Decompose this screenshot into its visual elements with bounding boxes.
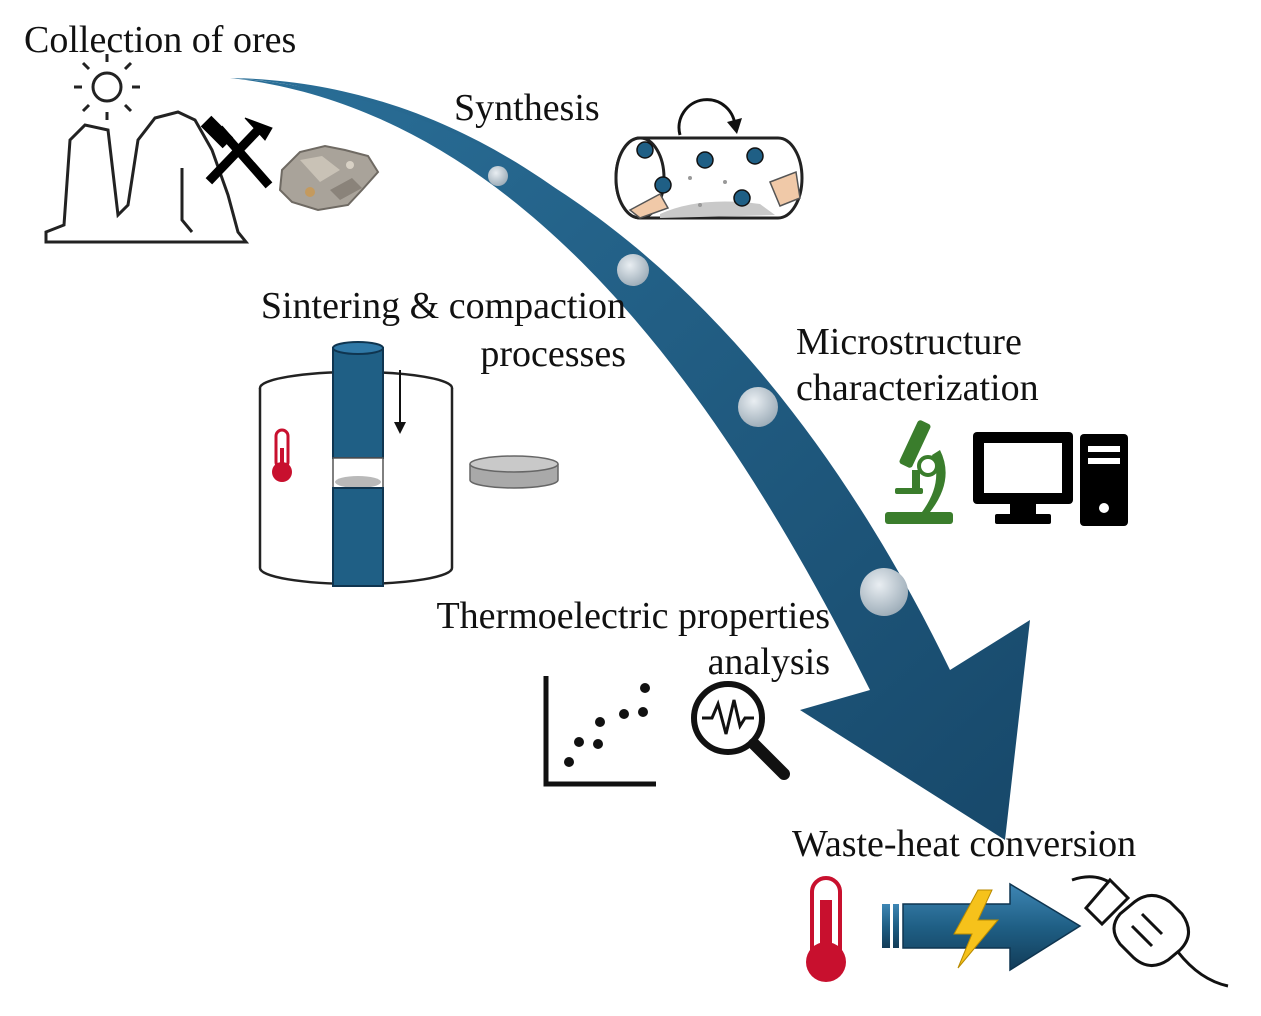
microscope-icon (885, 420, 953, 524)
sintered-pellet-icon (469, 455, 559, 489)
thermometer-icon (806, 876, 846, 982)
ball-mill-icon (614, 98, 804, 220)
sintering-label-line1: Sintering & compaction (260, 285, 626, 327)
collection-of-ores-label: Collection of ores (24, 19, 297, 61)
microstructure-label-line2: characterization (796, 367, 1039, 409)
thermometer-icon (272, 428, 292, 482)
computer-icon (973, 432, 1128, 526)
sun-icon (74, 54, 140, 120)
scatter-plot-icon (543, 676, 656, 787)
press-die-icon (258, 341, 454, 587)
mountain-icon (44, 110, 250, 244)
microstructure-label-line1: Microstructure (796, 321, 1022, 363)
main-process-arrow (230, 78, 1030, 840)
synthesis-label: Synthesis (454, 87, 600, 129)
sintering-label-line2: processes (480, 333, 626, 375)
arrow-progress-dots (488, 166, 908, 616)
thermoelectric-label-line1: Thermoelectric properties (436, 595, 830, 637)
lightning-arrow-icon (882, 882, 1082, 972)
signal-magnifier-icon (691, 681, 790, 780)
hammer-pick-icon (200, 115, 273, 189)
power-plug-icon (1071, 875, 1229, 988)
thermoelectric-label-line2: analysis (707, 641, 830, 683)
ore-rock-icon (278, 144, 380, 212)
waste-heat-conversion-label: Waste-heat conversion (792, 823, 1137, 865)
